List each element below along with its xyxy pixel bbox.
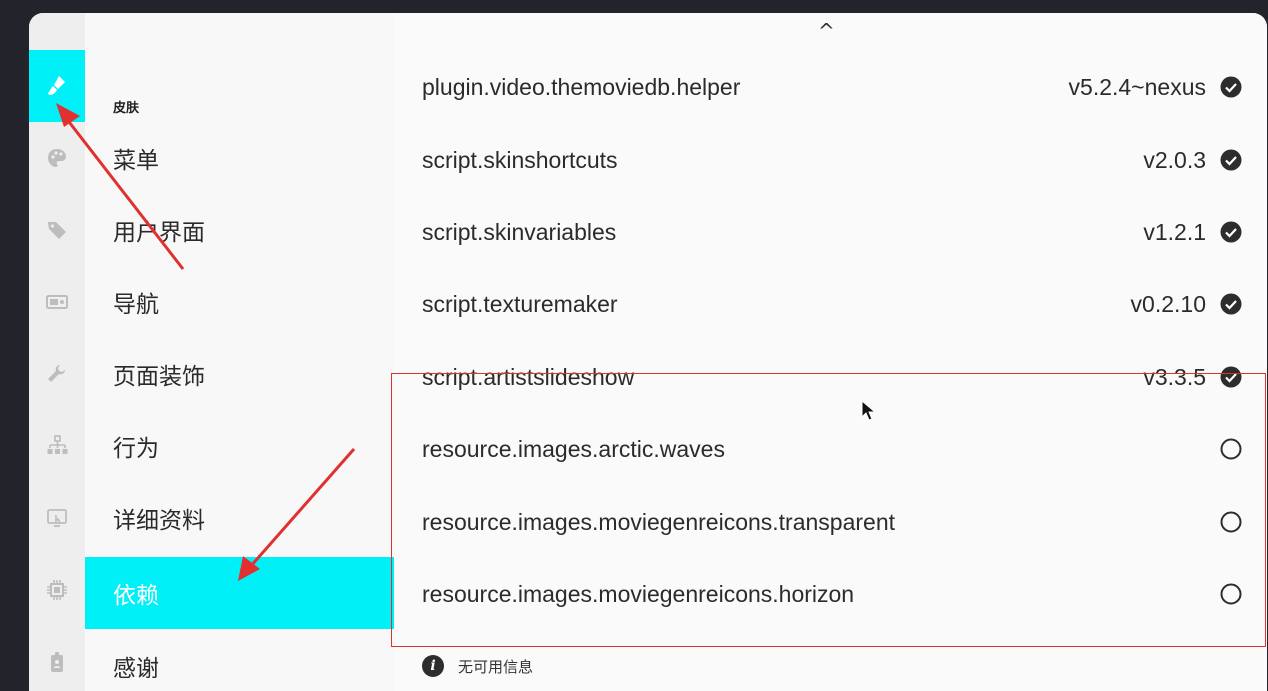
- settings-window: 皮肤 菜单 用户界面 导航 页面装饰 行为 详细资料 依赖 感谢 ^ plugi…: [29, 13, 1267, 691]
- empty-circle-icon: [1220, 511, 1242, 533]
- empty-circle-icon: [1220, 438, 1242, 460]
- icon-rail: [29, 13, 85, 691]
- dependency-name: resource.images.moviegenreicons.horizon: [422, 581, 855, 607]
- category-item-navigation[interactable]: 导航: [113, 292, 159, 318]
- screen-touch-icon: [47, 509, 67, 527]
- dependency-name: plugin.video.themoviedb.helper: [422, 74, 741, 100]
- badge-icon: [51, 652, 63, 672]
- dependency-name: script.skinvariables: [422, 219, 617, 245]
- dependency-name: resource.images.arctic.waves: [422, 436, 725, 462]
- rail-item-network[interactable]: [29, 410, 85, 482]
- dependency-row[interactable]: plugin.video.themoviedb.helper v5.2.4~ne…: [394, 51, 1267, 123]
- chip-icon: [47, 580, 67, 600]
- check-circle-icon: [1220, 221, 1242, 243]
- dependency-panel: ^ plugin.video.themoviedb.helper v5.2.4~…: [394, 13, 1267, 691]
- network-icon: [47, 435, 68, 454]
- category-heading: 皮肤: [113, 101, 140, 116]
- dependency-version: v5.2.4~nexus: [1068, 74, 1206, 100]
- brush-icon: [48, 76, 65, 95]
- dependency-name: script.artistslideshow: [422, 364, 635, 390]
- rail-item-system[interactable]: [29, 554, 85, 626]
- category-item-menu[interactable]: 菜单: [113, 148, 159, 174]
- rail-item-skin[interactable]: [29, 50, 85, 122]
- category-item-details[interactable]: 详细资料: [113, 508, 205, 534]
- category-item-decoration[interactable]: 页面装饰: [113, 364, 205, 390]
- dependency-version: v3.3.5: [1143, 364, 1206, 390]
- empty-circle-icon: [1220, 583, 1242, 605]
- tag-icon: [48, 222, 66, 239]
- rail-item-tags[interactable]: [29, 194, 85, 266]
- palette-icon: [48, 149, 66, 167]
- mouse-cursor-icon: [861, 400, 877, 421]
- dependency-row[interactable]: script.skinshortcuts v2.0.3: [394, 124, 1267, 196]
- scroll-up-indicator[interactable]: ^: [818, 19, 835, 43]
- check-circle-icon: [1220, 293, 1242, 315]
- rail-item-tools[interactable]: [29, 338, 85, 410]
- category-item-user-interface[interactable]: 用户界面: [113, 220, 205, 246]
- rail-item-profile[interactable]: [29, 626, 85, 691]
- wrench-icon: [48, 365, 65, 382]
- check-circle-icon: [1220, 366, 1242, 388]
- check-circle-icon: [1220, 149, 1242, 171]
- rail-item-interface[interactable]: [29, 482, 85, 554]
- dependency-row[interactable]: script.artistslideshow v3.3.5: [394, 341, 1267, 413]
- dependency-row[interactable]: resource.images.arctic.waves: [394, 413, 1267, 485]
- dependency-name: script.skinshortcuts: [422, 147, 618, 173]
- rail-item-appearance[interactable]: [29, 122, 85, 194]
- rail-item-display[interactable]: [29, 266, 85, 338]
- check-circle-icon: [1220, 76, 1242, 98]
- dependency-version: v1.2.1: [1143, 219, 1206, 245]
- category-item-credits[interactable]: 感谢: [113, 656, 159, 682]
- category-item-dependencies[interactable]: 依赖: [85, 557, 394, 629]
- dependency-name: resource.images.moviegenreicons.transpar…: [422, 509, 896, 535]
- monitor-icon: [46, 295, 68, 309]
- dependency-version: v0.2.10: [1130, 291, 1206, 317]
- dependency-version: v2.0.3: [1143, 147, 1206, 173]
- dependency-name: script.texturemaker: [422, 291, 618, 317]
- info-icon: i: [422, 655, 444, 677]
- dependency-row[interactable]: resource.images.moviegenreicons.transpar…: [394, 486, 1267, 558]
- info-footer: i 无可用信息: [422, 654, 533, 678]
- dependency-row[interactable]: script.skinvariables v1.2.1: [394, 196, 1267, 268]
- dependency-row[interactable]: resource.images.moviegenreicons.horizon: [394, 558, 1267, 630]
- dependency-row[interactable]: script.texturemaker v0.2.10: [394, 268, 1267, 340]
- category-sidebar: 皮肤 菜单 用户界面 导航 页面装饰 行为 详细资料 依赖 感谢: [85, 13, 395, 691]
- info-text: 无可用信息: [458, 657, 534, 676]
- category-item-behavior[interactable]: 行为: [113, 436, 159, 462]
